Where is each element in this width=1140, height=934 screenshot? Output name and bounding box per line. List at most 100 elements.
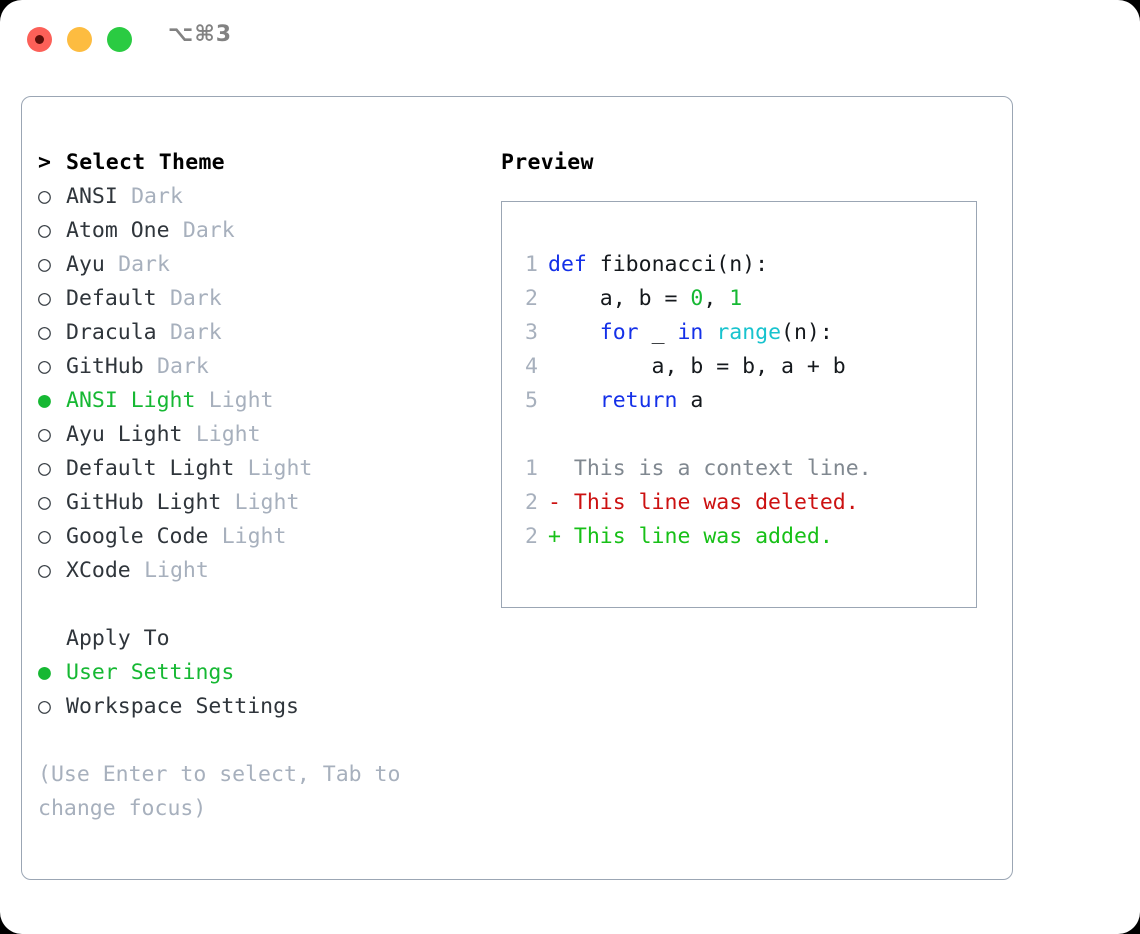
theme-name-label: GitHub Light: [66, 490, 222, 515]
radio-unselected-icon[interactable]: ○: [38, 354, 51, 379]
apply-to-section: Apply To ● User Settings ○Workspace Settin…: [38, 622, 478, 724]
radio-unselected-icon[interactable]: ○: [38, 286, 51, 311]
preview-heading: Preview: [501, 150, 594, 175]
theme-name-label: Default Light: [66, 456, 235, 481]
radio-unselected-icon[interactable]: ○: [38, 456, 51, 481]
theme-variant-label: Light: [221, 524, 287, 549]
theme-variant-label: Dark: [169, 320, 222, 345]
code-line: 2 a, b = 0, 1: [514, 282, 872, 316]
radio-unselected-icon[interactable]: ○: [38, 320, 51, 345]
theme-variant-label: Dark: [131, 184, 183, 209]
code-line-content: return a: [548, 384, 704, 418]
radio-unselected-icon[interactable]: ○: [38, 218, 51, 243]
radio-unselected-icon[interactable]: ○: [38, 252, 51, 277]
diff-line-number: 2: [525, 490, 538, 515]
radio-unselected-icon[interactable]: ○: [38, 694, 51, 719]
diff-line: 1 This is a context line.: [514, 452, 872, 486]
theme-list-item[interactable]: ○ Ayu Light Light: [38, 418, 478, 452]
minimize-window-button[interactable]: [67, 27, 92, 52]
theme-variant-label: Dark: [182, 218, 235, 243]
theme-list-item[interactable]: ○ XCode Light: [38, 554, 478, 588]
theme-name-label: ANSI Light: [66, 388, 196, 413]
theme-list-item[interactable]: ○ ANSI Dark: [38, 180, 478, 214]
code-token-num: 0: [690, 286, 704, 311]
select-theme-heading-label: Select Theme: [66, 150, 225, 175]
theme-list-item[interactable]: ● ANSI Light Light: [38, 384, 478, 418]
keyboard-hint-text: (Use Enter to select, Tab to change focu…: [38, 762, 401, 821]
radio-selected-icon[interactable]: ●: [38, 388, 51, 413]
radio-unselected-icon[interactable]: ○: [38, 558, 51, 583]
diff-marker: -: [548, 490, 561, 515]
code-token-kw: def: [548, 252, 587, 277]
radio-selected-icon[interactable]: ●: [38, 660, 51, 685]
maximize-window-button[interactable]: [107, 27, 132, 52]
code-token-plain: [548, 320, 600, 345]
radio-unselected-icon[interactable]: ○: [38, 184, 51, 209]
code-token-kw: for: [599, 320, 639, 345]
theme-name-label: Atom One: [66, 218, 170, 243]
code-token-num: 1: [729, 286, 743, 311]
code-token-plain: a, b = b, a + b: [548, 354, 846, 379]
theme-list-item[interactable]: ○ Google Code Light: [38, 520, 478, 554]
theme-list-item[interactable]: ○ Dracula Dark: [38, 316, 478, 350]
theme-variant-label: Light: [144, 558, 209, 583]
theme-variant-label: Dark: [169, 286, 222, 311]
diff-line: 2+ This line was added.: [514, 520, 872, 554]
theme-name-label: Ayu: [66, 252, 105, 277]
apply-to-heading: Apply To: [66, 626, 170, 651]
theme-name-label: Dracula: [66, 320, 157, 345]
code-token-plain: [548, 388, 600, 413]
diff-line-number: 2: [525, 524, 538, 549]
window-title-bar: ⌥⌘3: [0, 0, 1140, 78]
radio-unselected-icon[interactable]: ○: [38, 422, 51, 447]
apply-to-option[interactable]: ○Workspace Settings: [38, 690, 478, 724]
recording-indicator-dot: [35, 35, 44, 44]
code-line-number: 1: [525, 252, 538, 277]
preview-spacer: [514, 418, 872, 452]
code-line: 1 def fibonacci(n):: [514, 248, 872, 282]
theme-name-label: ANSI: [66, 184, 118, 209]
diff-line-number: 1: [525, 456, 538, 481]
theme-variant-label: Light: [195, 422, 261, 447]
code-token-kw: return: [599, 388, 678, 413]
theme-name-label: Google Code: [66, 524, 209, 549]
apply-to-option-label: User Settings: [66, 660, 235, 685]
theme-variant-label: Light: [208, 388, 274, 413]
diff-preview-block: 1 This is a context line. 2- This line wa…: [514, 452, 872, 554]
code-line: 5 return a: [514, 384, 872, 418]
diff-line-text: This is a context line.: [560, 456, 872, 481]
theme-list-item[interactable]: ○ Atom One Dark: [38, 214, 478, 248]
apply-to-option[interactable]: ● User Settings: [38, 656, 478, 690]
code-line: 4 a, b = b, a + b: [514, 350, 872, 384]
code-line-content: a, b = 0, 1: [548, 282, 742, 316]
code-token-plain: _: [638, 320, 678, 345]
diff-line-text: This line was deleted.: [560, 490, 859, 515]
diff-marker: +: [548, 524, 561, 549]
theme-name-label: XCode: [66, 558, 131, 583]
theme-variant-label: Light: [247, 456, 313, 481]
code-line-content: def fibonacci(n):: [548, 248, 768, 282]
radio-unselected-icon[interactable]: ○: [38, 490, 51, 515]
code-line-content: a, b = b, a + b: [548, 350, 846, 384]
theme-list-item[interactable]: ○ Default Light Light: [38, 452, 478, 486]
code-token-plain: ,: [703, 286, 730, 311]
select-theme-heading: > Select Theme: [38, 146, 478, 180]
keyboard-shortcut-label: ⌥⌘3: [168, 22, 233, 47]
code-token-fn: range: [716, 320, 782, 345]
code-line-number: 2: [525, 286, 538, 311]
theme-name-label: GitHub: [66, 354, 144, 379]
radio-unselected-icon[interactable]: ○: [38, 524, 51, 549]
theme-name-label: Ayu Light: [66, 422, 183, 447]
code-line-number: 4: [525, 354, 538, 379]
apply-to-option-list: ● User Settings ○Workspace Settings: [38, 656, 478, 724]
